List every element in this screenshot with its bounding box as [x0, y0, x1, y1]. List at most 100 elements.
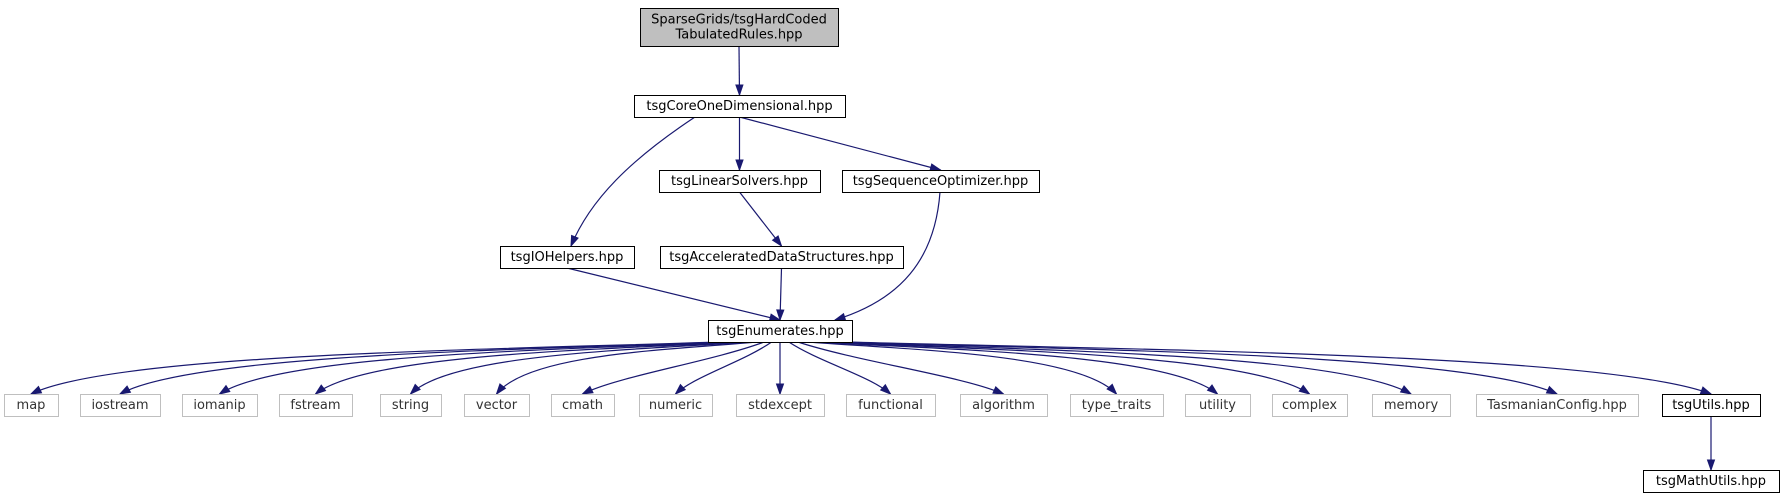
edge-line	[219, 341, 736, 395]
edge-arrowhead	[218, 384, 231, 395]
node-box	[1662, 394, 1761, 417]
node-label: numeric	[649, 398, 702, 413]
node-iomanip[interactable]: iomanip	[182, 394, 258, 417]
edge-line	[806, 341, 1117, 395]
node-utils[interactable]: tsgUtils.hpp	[1662, 394, 1761, 417]
edge-enum-to-algorithm	[797, 341, 1005, 395]
edge-line	[582, 341, 765, 395]
node-box	[464, 394, 530, 417]
node-box	[80, 394, 161, 417]
node-box	[634, 95, 846, 118]
node-map[interactable]: map	[4, 394, 59, 417]
edge-linsolv-to-accel	[739, 191, 783, 248]
edge-arrowhead	[1106, 383, 1118, 396]
edge-line	[834, 191, 941, 321]
node-type_traits[interactable]: type_traits	[1070, 394, 1164, 417]
node-iostream[interactable]: iostream	[80, 394, 161, 417]
edge-enum-to-fstream	[314, 341, 743, 395]
edge-line	[739, 191, 782, 247]
edge-line	[788, 341, 891, 395]
node-stdexcept[interactable]: stdexcept	[736, 394, 825, 417]
node-label: memory	[1384, 398, 1439, 413]
node-tconfig[interactable]: TasmanianConfig.hpp	[1476, 394, 1639, 417]
edge-enum-to-type_traits	[806, 341, 1118, 396]
edge-arrowhead	[776, 309, 785, 322]
edge-arrowhead	[1206, 384, 1219, 395]
edge-arrowhead	[409, 383, 421, 396]
edge-arrowhead	[674, 383, 687, 396]
node-box	[1476, 394, 1639, 417]
node-vector[interactable]: vector	[464, 394, 530, 417]
edge-line	[410, 341, 751, 395]
node-core1d[interactable]: tsgCoreOneDimensional.hpp	[634, 95, 846, 118]
node-algorithm[interactable]: algorithm	[960, 394, 1048, 417]
edge-arrowhead	[1699, 386, 1713, 395]
edge-arrowhead	[1298, 384, 1311, 395]
node-label: TasmanianConfig.hpp	[1486, 398, 1627, 413]
edge-arrowhead	[118, 385, 132, 395]
edge-arrowhead	[879, 383, 892, 396]
edge-line	[119, 341, 728, 395]
node-label: algorithm	[972, 398, 1035, 413]
node-label: iostream	[91, 398, 148, 413]
edge-line	[566, 267, 781, 321]
node-box	[842, 170, 1040, 193]
edge-accel-to-enum	[776, 267, 785, 322]
node-linsolv[interactable]: tsgLinearSolvers.hpp	[659, 170, 821, 193]
node-label: cmath	[562, 398, 603, 413]
node-label: TabulatedRules.hpp	[674, 28, 802, 43]
edge-enum-to-string	[409, 341, 751, 396]
edge-arrowhead	[314, 384, 327, 395]
edge-arrowhead	[1545, 385, 1559, 395]
node-label: fstream	[290, 398, 340, 413]
edge-arrowhead	[570, 234, 579, 248]
node-accel[interactable]: tsgAcceleratedDataStructures.hpp	[660, 246, 904, 269]
node-mathutils[interactable]: tsgMathUtils.hpp	[1643, 470, 1780, 493]
node-box	[4, 394, 59, 417]
edge-line	[797, 341, 1004, 395]
node-label: complex	[1282, 398, 1337, 413]
edge-arrowhead	[735, 159, 744, 172]
node-box	[960, 394, 1048, 417]
edge-line	[814, 341, 1218, 395]
node-label: vector	[476, 398, 518, 413]
node-complex[interactable]: complex	[1272, 394, 1348, 417]
node-fstream[interactable]: fstream	[279, 394, 353, 417]
edge-enum-to-map	[29, 341, 721, 395]
node-functional[interactable]: functional	[846, 394, 936, 417]
node-cmath[interactable]: cmath	[551, 394, 615, 417]
node-numeric[interactable]: numeric	[639, 394, 713, 417]
edge-enum-to-complex	[822, 341, 1311, 395]
node-label: tsgEnumerates.hpp	[716, 324, 844, 339]
edge-enum-to-cmath	[581, 341, 765, 395]
node-box	[640, 8, 839, 47]
edges-layer	[29, 45, 1716, 472]
node-box	[1070, 394, 1164, 417]
edge-line	[315, 341, 743, 395]
edge-core1d-to-linsolv	[735, 117, 744, 172]
edge-arrowhead	[833, 312, 847, 321]
edge-arrowhead	[771, 235, 783, 248]
node-label: iomanip	[193, 398, 245, 413]
node-string[interactable]: string	[380, 394, 442, 417]
edge-line	[675, 341, 772, 395]
node-label: tsgIOHelpers.hpp	[511, 250, 624, 265]
edge-line	[822, 341, 1310, 395]
edge-root-to-core1d	[735, 45, 744, 97]
node-label: SparseGrids/tsgHardCoded	[651, 13, 827, 28]
node-root[interactable]: SparseGrids/tsgHardCodedTabulatedRules.h…	[640, 8, 839, 47]
edge-enum-to-numeric	[674, 341, 772, 396]
node-utility[interactable]: utility	[1185, 394, 1251, 417]
node-enum[interactable]: tsgEnumerates.hpp	[708, 320, 853, 343]
node-box	[1372, 394, 1451, 417]
node-label: stdexcept	[748, 398, 812, 413]
node-box	[279, 394, 353, 417]
edge-line	[843, 341, 1712, 395]
edge-enum-to-utils	[843, 341, 1713, 395]
edge-enum-to-vector	[495, 341, 758, 396]
node-box	[1272, 394, 1348, 417]
edge-arrowhead	[495, 383, 507, 396]
node-iohelp[interactable]: tsgIOHelpers.hpp	[500, 246, 635, 269]
node-memory[interactable]: memory	[1372, 394, 1451, 417]
node-seqopt[interactable]: tsgSequenceOptimizer.hpp	[842, 170, 1040, 193]
